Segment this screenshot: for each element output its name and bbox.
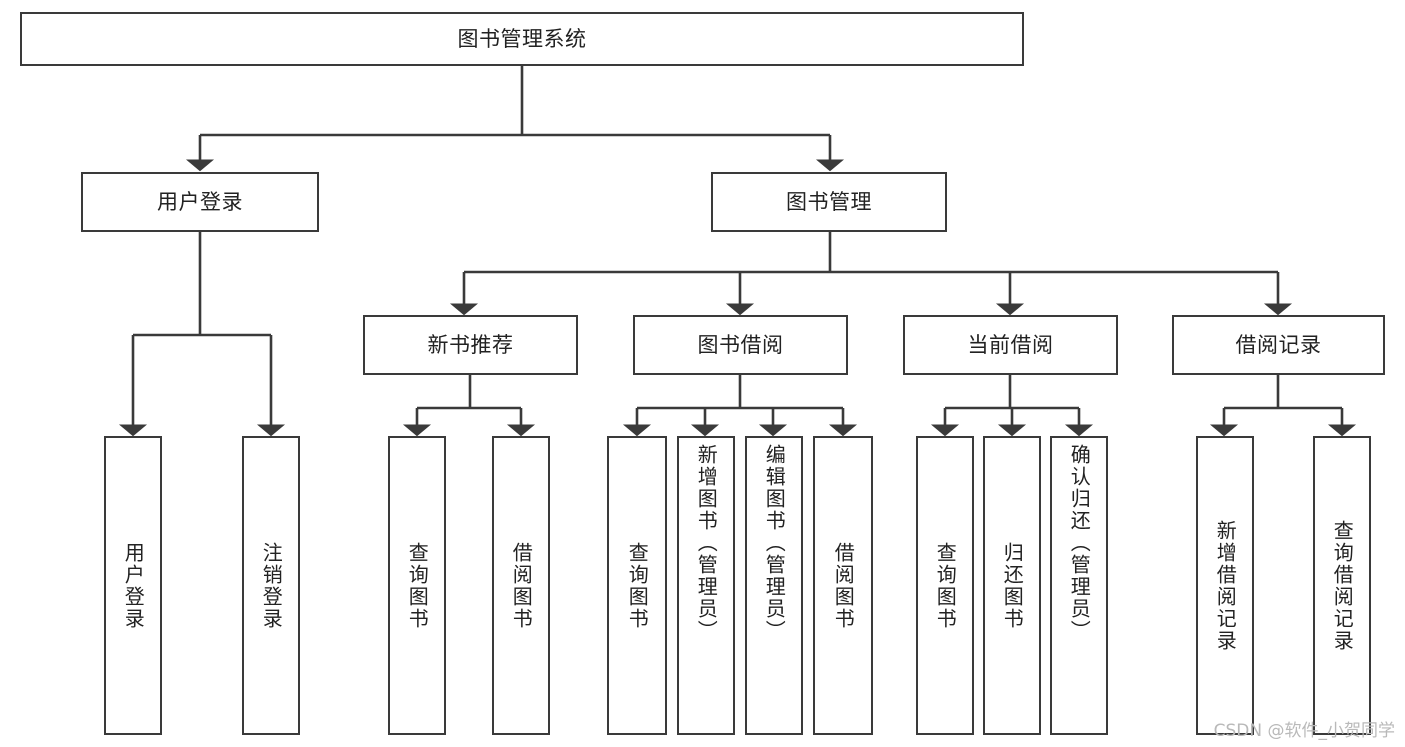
node-label: 新增图书（管理员）	[694, 444, 719, 642]
leaf-new-book-borrow-book[interactable]: 借阅图书	[492, 436, 550, 735]
node-label: 借阅图书	[831, 541, 856, 630]
node-label: 确认归还（管理员）	[1067, 444, 1092, 642]
node-label: 借阅记录	[1235, 332, 1322, 357]
node-label: 新书推荐	[427, 332, 514, 357]
leaf-current-borrow-return-book[interactable]: 归还图书	[983, 436, 1041, 735]
leaf-new-book-query-book[interactable]: 查询图书	[388, 436, 446, 735]
node-label: 新增借阅记录	[1213, 519, 1238, 652]
node-label: 编辑图书（管理员）	[762, 444, 787, 642]
node-label: 注销登录	[259, 541, 284, 630]
leaf-book-borrow-add-book-admin[interactable]: 新增图书（管理员）	[677, 436, 735, 735]
node-label: 查询图书	[625, 541, 650, 630]
leaf-user-login-signin[interactable]: 用户登录	[104, 436, 162, 735]
node-current-borrow[interactable]: 当前借阅	[903, 315, 1118, 375]
leaf-book-borrow-edit-book-admin[interactable]: 编辑图书（管理员）	[745, 436, 803, 735]
node-label: 图书管理	[786, 189, 872, 214]
leaf-book-borrow-query-book[interactable]: 查询图书	[607, 436, 667, 735]
node-label: 查询图书	[405, 541, 430, 630]
node-label: 图书借阅	[697, 332, 784, 357]
node-borrow-record[interactable]: 借阅记录	[1172, 315, 1385, 375]
node-user-login[interactable]: 用户登录	[81, 172, 319, 232]
csdn-watermark: CSDN @软件_小贺同学	[1213, 721, 1395, 741]
leaf-current-borrow-query-book[interactable]: 查询图书	[916, 436, 974, 735]
node-label: 借阅图书	[509, 541, 534, 630]
leaf-borrow-record-add-record[interactable]: 新增借阅记录	[1196, 436, 1254, 735]
leaf-book-borrow-borrow-book[interactable]: 借阅图书	[813, 436, 873, 735]
leaf-borrow-record-query-record[interactable]: 查询借阅记录	[1313, 436, 1371, 735]
node-book-management[interactable]: 图书管理	[711, 172, 947, 232]
node-label: 当前借阅	[967, 332, 1054, 357]
node-new-book-recommend[interactable]: 新书推荐	[363, 315, 578, 375]
node-label: 查询图书	[933, 541, 958, 630]
node-label: 归还图书	[1000, 541, 1025, 630]
node-label: 用户登录	[121, 541, 146, 630]
node-book-borrow[interactable]: 图书借阅	[633, 315, 848, 375]
leaf-current-borrow-confirm-return-admin[interactable]: 确认归还（管理员）	[1050, 436, 1108, 735]
leaf-user-login-signout[interactable]: 注销登录	[242, 436, 300, 735]
node-root-system[interactable]: 图书管理系统	[20, 12, 1024, 66]
node-label: 查询借阅记录	[1330, 519, 1355, 652]
node-label: 用户登录	[157, 189, 243, 214]
node-label: 图书管理系统	[457, 26, 587, 51]
